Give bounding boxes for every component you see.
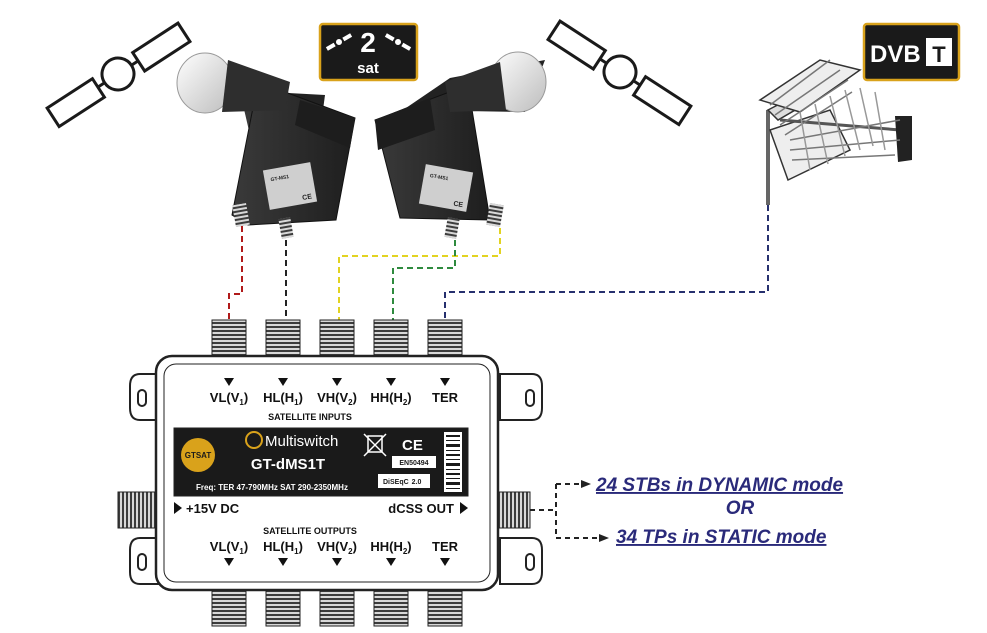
static-mode-text: 34 TPs in STATIC mode xyxy=(616,527,827,548)
output-connector-hh xyxy=(373,585,409,627)
output-connector-vh xyxy=(319,585,355,627)
input-labels: VL(V1) HL(H1) VH(V2) HH(H2) TER SATELLIT… xyxy=(210,378,459,422)
input-connector-ter xyxy=(427,319,463,361)
weee-bin-icon xyxy=(363,433,387,457)
lnb-right: GT-MS1 CE xyxy=(374,51,547,239)
satellite-outputs-title: SATELLITE OUTPUTS xyxy=(263,526,357,536)
input-arrow-vl xyxy=(224,378,234,386)
multiswitch-ce: CE xyxy=(402,437,423,454)
output-arrow-hl xyxy=(278,558,288,566)
output-label-hh: HH(H2) xyxy=(370,539,411,556)
multiswitch-brand: Multiswitch xyxy=(265,433,338,450)
cables xyxy=(228,205,769,322)
output-connector-ter xyxy=(427,585,463,627)
badge-satellite-right-icon xyxy=(384,33,412,51)
multiswitch-brand-icon xyxy=(245,431,263,449)
dynamic-mode-text: 24 STBs in DYNAMIC mode xyxy=(595,475,843,496)
input-connector-hh xyxy=(373,319,409,361)
input-connector-vh xyxy=(319,319,355,361)
input-connector-hl xyxy=(265,319,301,361)
input-connector-vl xyxy=(211,319,247,361)
input-label-hl: HL(H1) xyxy=(263,390,303,407)
terrestrial-antenna-icon xyxy=(758,59,912,205)
output-label-hl: HL(H1) xyxy=(263,539,303,556)
cable-vl xyxy=(228,226,243,322)
cable-hh xyxy=(392,240,456,322)
barcode-icon xyxy=(444,432,462,492)
power-arrow-icon xyxy=(174,502,182,514)
multiswitch-model: GT-dMS1T xyxy=(251,456,325,473)
lnb-right-label: GT-MS1 xyxy=(429,173,449,182)
dvbt-badge: DVB T xyxy=(862,22,961,82)
multiswitch-freq: Freq: TER 47-790MHz SAT 290-2350MHz xyxy=(196,483,348,492)
input-label-ter: TER xyxy=(432,390,459,405)
cable-ter xyxy=(444,205,769,322)
multiswitch-label-panel: GTSAT Multiswitch GT-dMS1T Freq: TER 47-… xyxy=(173,427,469,497)
input-label-hh: HH(H2) xyxy=(370,390,411,407)
input-label-vh: VH(V2) xyxy=(317,390,357,407)
output-labels: SATELLITE OUTPUTS VL(V1) HL(H1) VH(V2) H… xyxy=(210,526,459,566)
input-label-vl: VL(V1) xyxy=(210,390,248,407)
output-arrow-hh xyxy=(386,558,396,566)
gtsat-logo-text: GTSAT xyxy=(185,451,212,460)
or-text: OR xyxy=(726,498,755,519)
output-label-vh: VH(V2) xyxy=(317,539,357,556)
dcss-out-label: dCSS OUT xyxy=(388,501,454,516)
unicable-label: EN50494 xyxy=(399,460,428,467)
power-connector xyxy=(117,491,159,529)
output-connectors xyxy=(211,585,463,627)
lnb-right-ce: CE xyxy=(453,201,464,210)
input-arrow-hh xyxy=(386,378,396,386)
input-arrow-vh xyxy=(332,378,342,386)
two-sat-badge-number: 2 xyxy=(360,27,376,58)
output-arrow-vl xyxy=(224,558,234,566)
lnb-left: GT-MS1 CE xyxy=(176,52,356,239)
output-label-ter: TER xyxy=(432,539,459,554)
cable-vh xyxy=(338,228,501,322)
lnb-left-label: GT-MS1 xyxy=(270,174,290,183)
output-label-vl: VL(V1) xyxy=(210,539,248,556)
gtsat-logo: GTSAT xyxy=(181,438,215,472)
badge-satellite-left-icon xyxy=(325,33,353,51)
output-connector-hl xyxy=(265,585,301,627)
lnb-left-ce: CE xyxy=(302,193,313,202)
input-arrow-hl xyxy=(278,378,288,386)
input-arrow-ter xyxy=(440,378,450,386)
two-sat-badge-word: sat xyxy=(357,60,379,77)
output-arrow-vh xyxy=(332,558,342,566)
two-sat-badge: 2 sat xyxy=(318,22,419,82)
satellite-inputs-title: SATELLITE INPUTS xyxy=(268,412,352,422)
dvbt-badge-prefix: DVB xyxy=(870,41,921,68)
output-arrow-ter xyxy=(440,558,450,566)
dvbt-badge-suffix: T xyxy=(932,42,946,67)
satellite-right-icon xyxy=(545,19,693,127)
dcss-arrow-icon xyxy=(460,502,468,514)
output-connector-vl xyxy=(211,585,247,627)
power-label: +15V DC xyxy=(186,501,240,516)
satellite-left-icon xyxy=(45,21,193,129)
output-arrows xyxy=(530,480,609,542)
input-connectors xyxy=(211,319,463,361)
